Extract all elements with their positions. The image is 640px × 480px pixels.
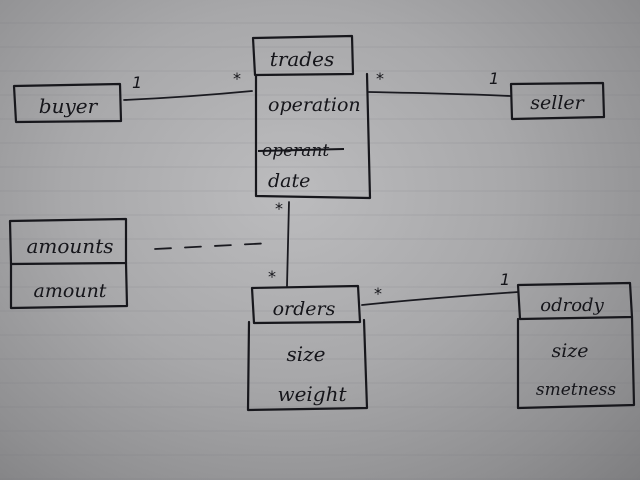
- odrody-attr-smetness: smetness: [536, 380, 616, 400]
- edge-orders-odrody: [361, 291, 519, 306]
- edge-trades-orders: [286, 201, 290, 287]
- amounts-class-name: amounts: [27, 234, 114, 258]
- buyer-trades-mult-trades: *: [233, 69, 241, 88]
- trades-orders-mult-orders: *: [268, 267, 276, 286]
- orders-odrody-mult-odrody: 1: [500, 270, 510, 289]
- amounts-attr-amount: amount: [34, 280, 107, 302]
- association-trades-orders: * *: [268, 199, 290, 287]
- trades-attr-operation: operation: [268, 94, 361, 116]
- trades-seller-mult-trades: *: [376, 69, 384, 88]
- trades-seller-mult-seller: 1: [489, 69, 499, 88]
- trades-header-box: [251, 34, 355, 77]
- edge-buyer-trades: [123, 90, 253, 101]
- orders-odrody-mult-orders: *: [374, 284, 382, 303]
- seller-class-name: seller: [530, 92, 585, 114]
- orders-body-box: [246, 318, 369, 412]
- association-orders-odrody: * 1: [361, 270, 519, 306]
- buyer-trades-mult-buyer: 1: [132, 73, 142, 92]
- orders-class-name: orders: [273, 298, 336, 320]
- edge-trades-seller: [368, 91, 511, 97]
- trades-orders-mult-trades: *: [275, 199, 283, 218]
- orders-header-box: [250, 284, 362, 325]
- orders-attr-size: size: [286, 342, 325, 366]
- buyer-class-name: buyer: [39, 94, 99, 118]
- orders-attr-weight: weight: [277, 382, 347, 406]
- class-seller: seller: [509, 81, 606, 121]
- seller-box: [509, 81, 606, 121]
- odrody-class-name: odrody: [540, 295, 604, 316]
- association-trades-seller: * 1: [368, 69, 511, 97]
- class-odrody: odrody size smetness: [516, 281, 636, 410]
- class-orders: orders size weight: [246, 284, 369, 412]
- association-buyer-trades: 1 *: [123, 69, 253, 101]
- buyer-box: [12, 82, 123, 124]
- trades-attr-date: date: [268, 170, 310, 192]
- operant-strikethrough: [257, 148, 345, 152]
- dashed-link-amounts-association: [154, 242, 273, 250]
- odrody-body-box: [516, 315, 636, 410]
- odrody-attr-size: size: [551, 340, 588, 362]
- class-trades: trades operation operant date: [251, 34, 372, 200]
- amounts-body-box: [9, 261, 129, 310]
- trades-body-box: [254, 72, 372, 200]
- class-buyer: buyer: [12, 82, 123, 124]
- class-amounts: amounts amount: [8, 217, 129, 310]
- trades-class-name: trades: [270, 47, 334, 71]
- association-class-amounts: [154, 242, 273, 250]
